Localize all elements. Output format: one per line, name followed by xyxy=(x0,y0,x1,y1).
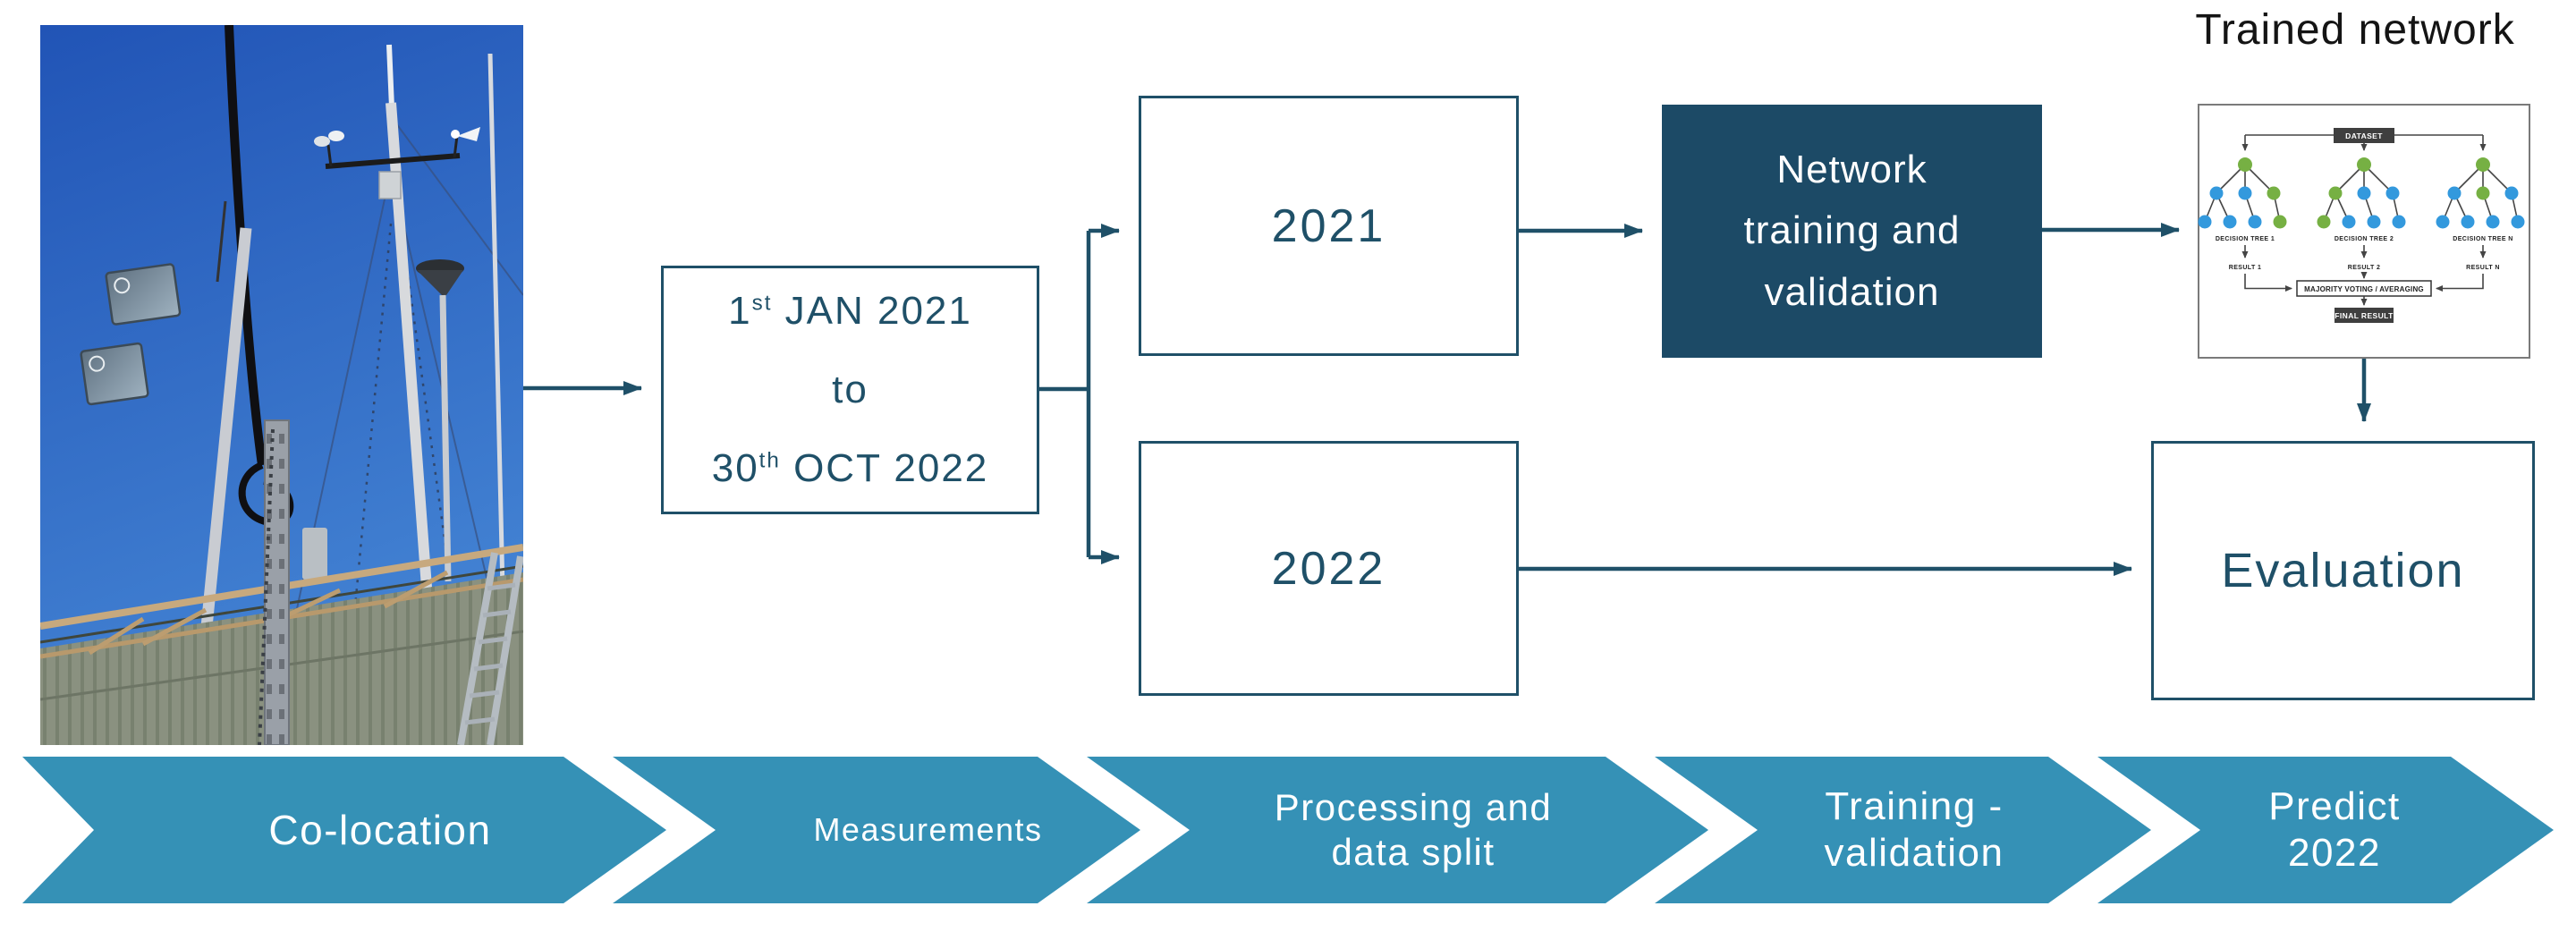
date-line-2: to xyxy=(832,368,869,411)
photo-crossarm xyxy=(325,153,461,169)
step-co-location: Co-location xyxy=(268,806,492,853)
year-2021-label: 2021 xyxy=(1271,199,1386,252)
result-n-label: RESULT N xyxy=(2466,265,2500,271)
photo-anemometer xyxy=(314,136,330,147)
chevron-processing xyxy=(1087,757,1708,903)
step-measurements: Measurements xyxy=(813,810,1043,848)
decision-tree-2 xyxy=(2317,157,2406,229)
tree-2-label: DECISION TREE 2 xyxy=(2334,236,2394,242)
year-2022-box: 2022 xyxy=(1139,441,1519,696)
process-chevrons xyxy=(22,757,2554,903)
majority-voting-label: MAJORITY VOTING / AVERAGING xyxy=(2304,285,2424,293)
network-line-1: Network xyxy=(1776,148,1928,192)
dataset-box xyxy=(2334,128,2394,143)
site-photo xyxy=(40,25,523,745)
photo-antenna xyxy=(386,44,394,108)
year-2021-box: 2021 xyxy=(1139,96,1519,356)
evaluation-label: Evaluation xyxy=(2221,544,2465,597)
decision-tree-1 xyxy=(2198,157,2287,229)
photo-channel-post xyxy=(264,419,290,745)
date-line-1: 1st JAN 2021 xyxy=(728,289,972,333)
chevron-co-location xyxy=(22,757,666,903)
trained-network-title: Trained network xyxy=(2195,6,2515,54)
step-training-validation: Training -validation xyxy=(1824,784,2004,875)
date-line-3: 30th OCT 2022 xyxy=(711,446,989,490)
dataset-label: DATASET xyxy=(2345,131,2383,140)
trained-network-diagram: DATASET DECISION TREE 1 DECISION TREE 2 … xyxy=(2198,104,2530,359)
evaluation-box: Evaluation xyxy=(2151,441,2535,700)
photo-instrument-box-2 xyxy=(80,342,149,406)
result-1-label: RESULT 1 xyxy=(2229,265,2262,271)
flow-arrows xyxy=(523,223,2371,576)
date-range-box: 1st JAN 2021 to 30th OCT 2022 xyxy=(661,266,1039,514)
tree-n-label: DECISION TREE N xyxy=(2453,236,2512,242)
chevron-predict xyxy=(2097,757,2554,903)
decision-tree-n xyxy=(2436,157,2525,229)
result-2-label: RESULT 2 xyxy=(2348,265,2381,271)
year-2022-label: 2022 xyxy=(1271,542,1386,595)
final-result-label: FINAL RESULT xyxy=(2334,311,2394,320)
chevron-training xyxy=(1655,757,2151,903)
final-result-box xyxy=(2334,308,2394,323)
network-line-2: training and xyxy=(1743,208,1961,253)
photo-ladder xyxy=(457,552,523,745)
network-line-3: validation xyxy=(1764,269,1940,314)
tree-1-label: DECISION TREE 1 xyxy=(2216,236,2275,242)
photo-right-pole xyxy=(487,53,505,591)
photo-wind-vane xyxy=(457,127,480,141)
photo-instrument-box-1 xyxy=(105,263,182,326)
network-training-box: Network training and validation xyxy=(1662,105,2042,358)
chevron-measurements xyxy=(613,757,1140,903)
